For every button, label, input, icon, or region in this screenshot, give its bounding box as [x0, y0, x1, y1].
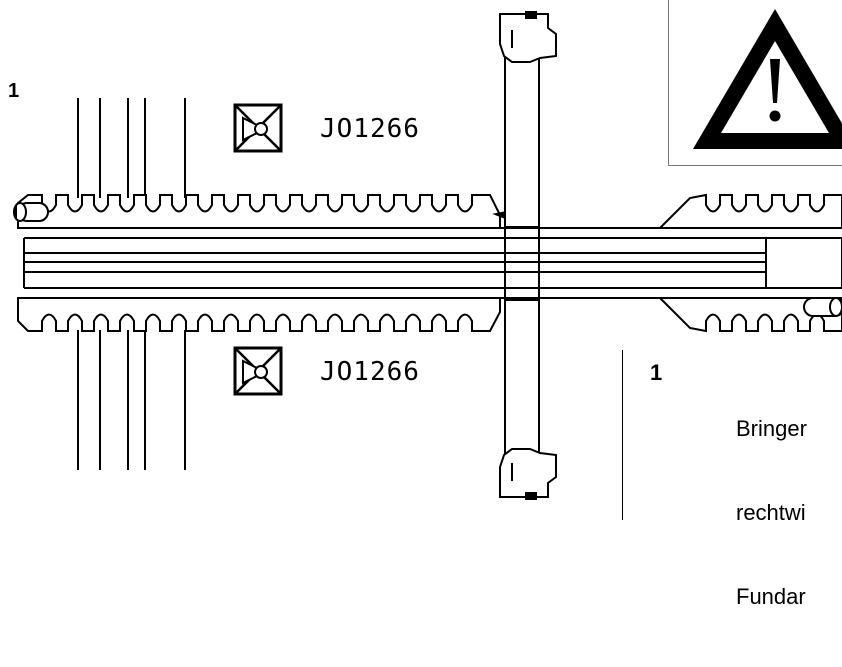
callout-divider — [622, 350, 623, 520]
callout-number: 1 — [650, 360, 663, 385]
callout-panel: 1 Bringer rechtwi Fundar — [622, 350, 842, 609]
warning-box — [668, 0, 842, 166]
bottom-clamp — [499, 448, 557, 498]
special-tool-icon — [233, 346, 283, 396]
right-pin — [803, 297, 842, 317]
lower-support-frame — [77, 330, 186, 470]
tool-code-top: JO1266 — [320, 114, 420, 144]
callout-text: Bringer rechtwi Fundar — [736, 359, 807, 667]
callout-line: Fundar — [736, 584, 806, 609]
junction-wedge — [492, 211, 505, 219]
left-pin — [13, 202, 49, 222]
special-tool-icon — [233, 103, 283, 153]
shaft-assembly-drawing — [13, 11, 842, 500]
technical-drawing: 1 JO1266 JO1266 1 Bringer rechtwi Fundar — [8, 0, 842, 609]
callout-line: Bringer — [736, 416, 807, 441]
upper-support-frame — [77, 98, 186, 198]
figure-number: 1 — [8, 80, 20, 102]
top-clamp — [499, 13, 557, 63]
vertical-clamp-bar — [499, 11, 557, 500]
warning-triangle-icon — [693, 9, 842, 149]
tool-code-bottom: JO1266 — [320, 357, 420, 387]
bellows-shaft — [17, 193, 842, 333]
callout-line: rechtwi — [736, 500, 806, 525]
